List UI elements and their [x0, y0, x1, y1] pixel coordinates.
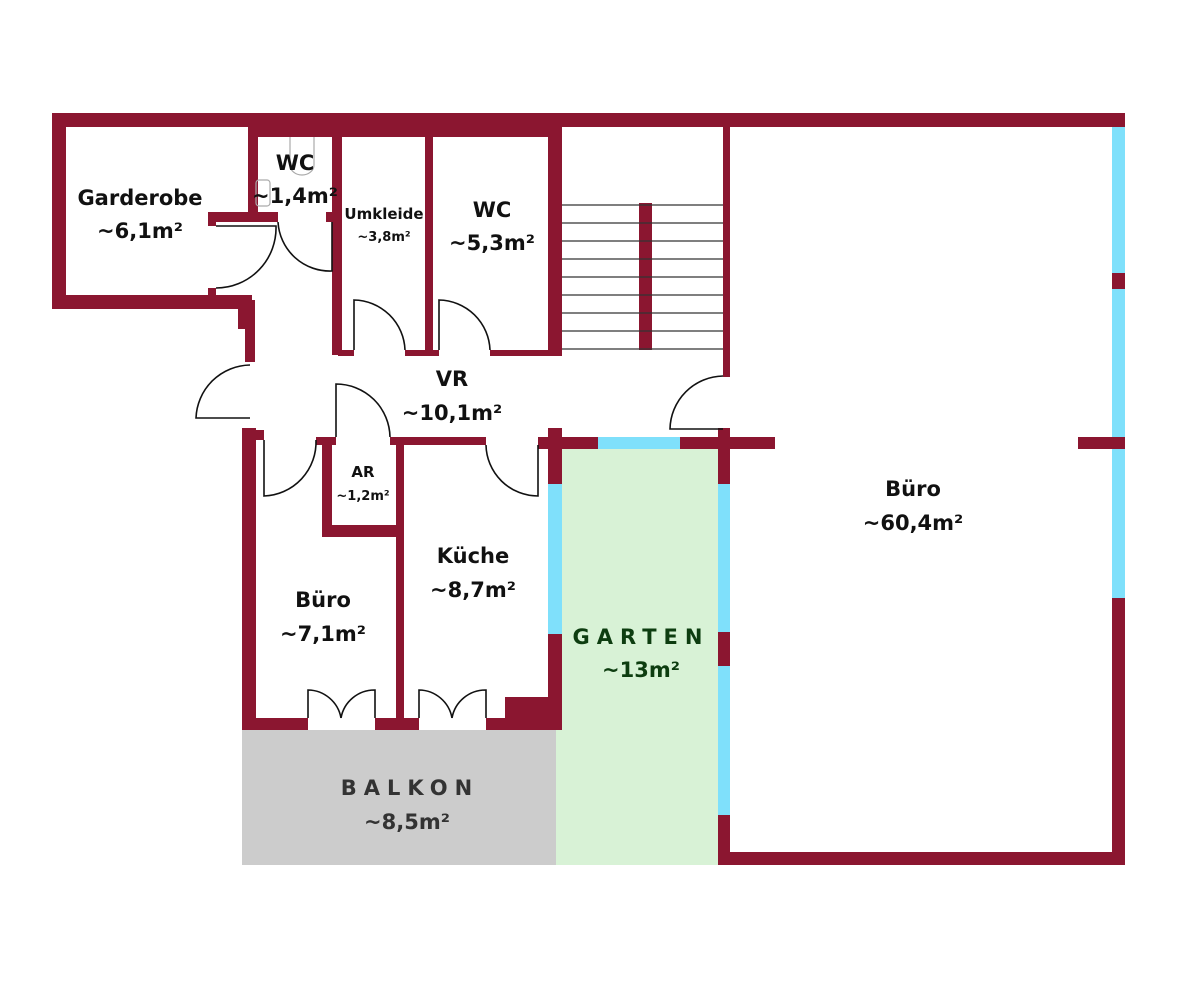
- room-buero-small: Büro ~7,1m²: [280, 588, 366, 646]
- windows: [548, 127, 1125, 815]
- room-wc-small: WC ~1,4m²: [252, 151, 338, 208]
- room-name: VR: [436, 367, 468, 391]
- room-area: ~8,5m²: [364, 810, 450, 834]
- room-umkleide: Umkleide ~3,8m²: [344, 205, 423, 245]
- room-area: ~3,8m²: [357, 230, 410, 245]
- walls: [52, 113, 1125, 865]
- room-wc-large: WC ~5,3m²: [449, 198, 535, 255]
- room-area: ~8,7m²: [430, 578, 516, 602]
- room-garten: GARTEN ~13m²: [573, 625, 710, 682]
- room-balkon: BALKON ~8,5m²: [341, 776, 479, 834]
- room-name: Garderobe: [77, 186, 202, 210]
- toilet-fixture-icon: [255, 137, 315, 207]
- room-area: ~6,1m²: [97, 219, 183, 243]
- room-name: Küche: [437, 544, 510, 568]
- room-name: AR: [351, 463, 375, 481]
- room-area: ~60,4m²: [863, 511, 964, 535]
- stairs: [562, 204, 723, 350]
- room-vr: VR ~10,1m²: [402, 367, 503, 425]
- room-ar: AR ~1,2m²: [336, 463, 389, 504]
- room-area: ~10,1m²: [402, 401, 503, 425]
- room-name: Büro: [295, 588, 351, 612]
- room-name: Büro: [885, 477, 941, 501]
- room-name: WC: [473, 198, 512, 222]
- room-area: ~7,1m²: [280, 622, 366, 646]
- room-name: GARTEN: [573, 625, 710, 649]
- balcony-area: [242, 730, 556, 865]
- room-kueche: Küche ~8,7m²: [430, 544, 516, 602]
- doors: [195, 221, 724, 719]
- room-buero-large: Büro ~60,4m²: [863, 477, 964, 535]
- garden-area: [556, 448, 718, 865]
- room-area: ~1,4m²: [252, 184, 338, 208]
- room-name: Umkleide: [344, 205, 423, 223]
- room-area: ~1,2m²: [336, 489, 389, 504]
- room-area: ~13m²: [602, 658, 680, 682]
- room-name: BALKON: [341, 776, 479, 800]
- room-area: ~5,3m²: [449, 231, 535, 255]
- room-name: WC: [276, 151, 315, 175]
- room-garderobe: Garderobe ~6,1m²: [77, 186, 202, 243]
